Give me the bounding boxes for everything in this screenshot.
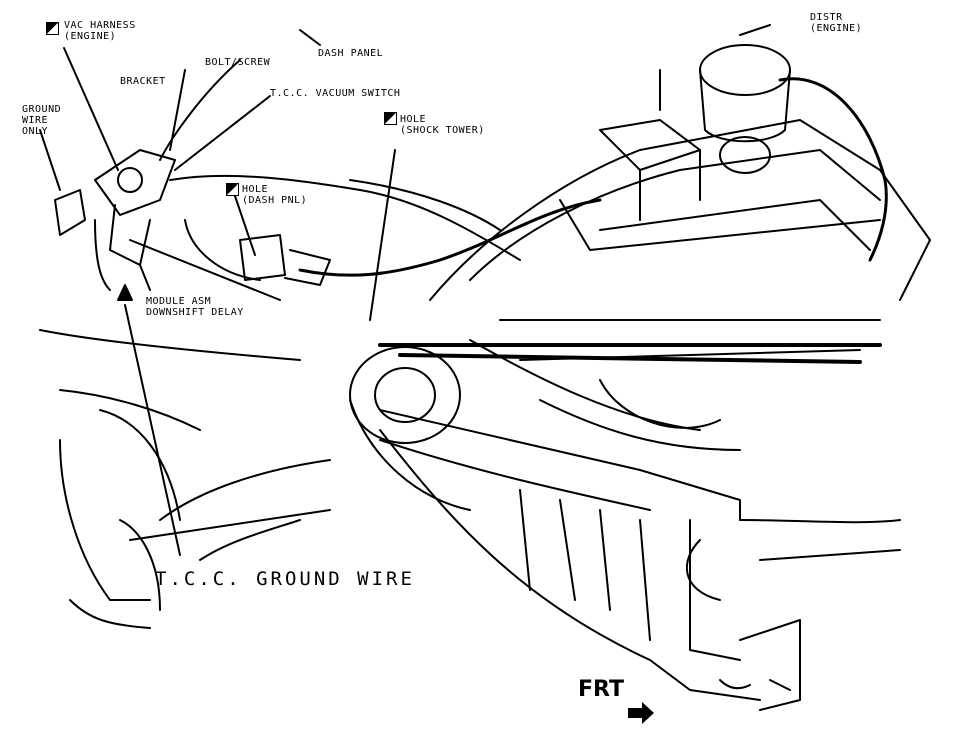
label-hole-dash-panel: HOLE (DASH PNL) xyxy=(242,184,308,206)
distributor xyxy=(659,44,791,174)
dash-panel-outline xyxy=(169,174,521,261)
label-hole-shock-tower: HOLE (SHOCK TOWER) xyxy=(400,114,485,136)
label-ground-wire-only: GROUND WIRE ONLY xyxy=(22,104,62,137)
label-dash-panel: DASH PANEL xyxy=(318,48,384,59)
label-bolt-screw: BOLT/SCREW xyxy=(205,57,271,68)
engine-block xyxy=(429,119,931,451)
reference-square-icon xyxy=(46,22,59,35)
ground-wire-arrowhead xyxy=(117,284,133,301)
front-fender-panel xyxy=(379,409,901,711)
left-fender-outline xyxy=(39,329,331,629)
reference-square-icon xyxy=(384,112,397,125)
label-front: FRT xyxy=(578,677,624,702)
front-arrow-icon xyxy=(628,702,654,724)
label-vac-harness: VAC HARNESS (ENGINE) xyxy=(64,20,136,42)
reference-square-icon xyxy=(226,183,239,196)
vacuum-harness xyxy=(298,77,888,277)
label-module-downshift-delay: MODULE ASM DOWNSHIFT DELAY xyxy=(146,296,244,318)
leader-lines xyxy=(39,24,771,556)
label-bracket: BRACKET xyxy=(120,76,166,87)
label-tcc-vacuum-switch: T.C.C. VACUUM SWITCH xyxy=(270,88,401,99)
label-tcc-ground-wire: T.C.C. GROUND WIRE xyxy=(155,568,415,590)
vacuum-switch-assembly xyxy=(54,149,281,301)
accent-lines xyxy=(378,343,882,364)
downshift-module xyxy=(184,219,331,286)
label-distributor: DISTR (ENGINE) xyxy=(810,12,863,34)
shock-tower xyxy=(349,346,471,511)
